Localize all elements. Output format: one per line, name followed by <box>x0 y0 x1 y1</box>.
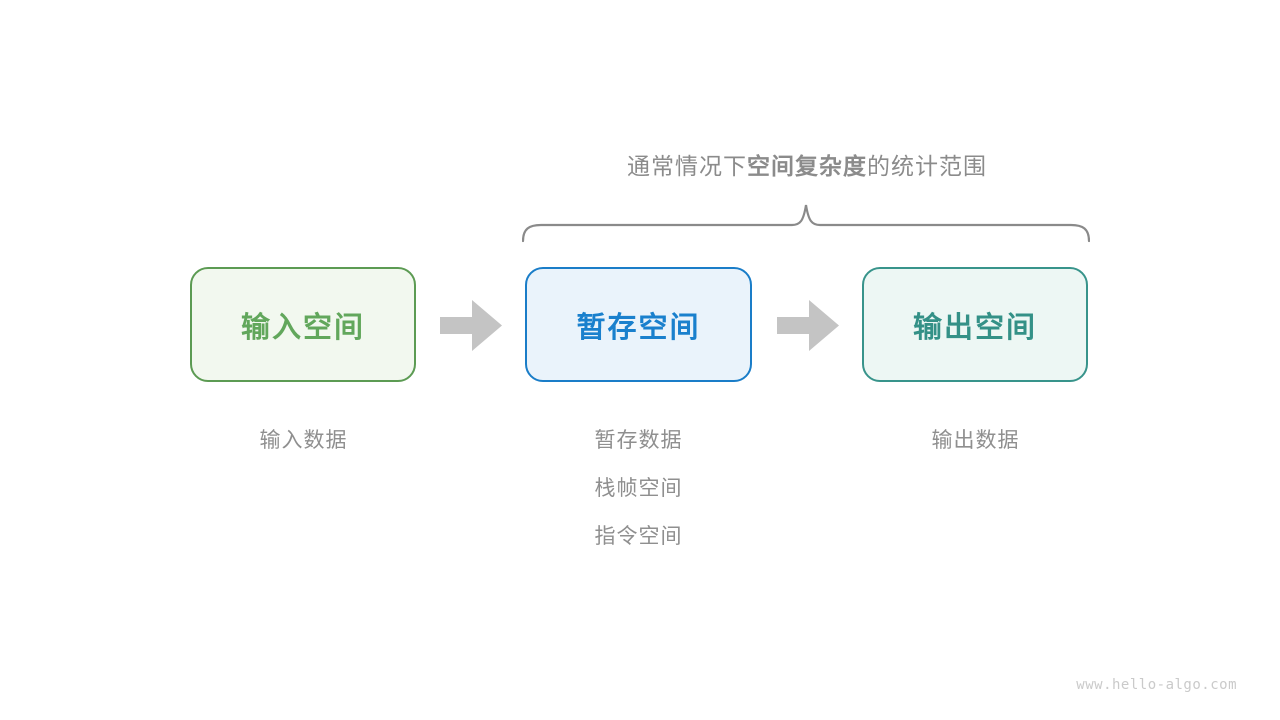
instruction-space-label: 指令空间 <box>594 525 683 548</box>
input-space-box: 输入空间 <box>190 267 416 382</box>
output-space-label: 输出空间 <box>912 311 1037 344</box>
input-space-label: 输入空间 <box>240 311 365 344</box>
arrow-right-icon <box>777 300 839 351</box>
temp-space-label: 暂存空间 <box>576 311 701 344</box>
temp-data-label: 暂存数据 <box>594 429 683 452</box>
temp-space-box: 暂存空间 <box>525 267 752 382</box>
title-suffix: 的统计范围 <box>867 153 987 179</box>
watermark: www.hello-algo.com <box>1076 677 1237 693</box>
output-data-label: 输出数据 <box>931 429 1020 452</box>
title-prefix: 通常情况下 <box>627 153 747 179</box>
curly-brace-icon <box>522 204 1090 243</box>
diagram-title: 通常情况下空间复杂度的统计范围 <box>500 147 1114 181</box>
output-space-box: 输出空间 <box>862 267 1088 382</box>
input-data-label: 输入数据 <box>259 429 348 452</box>
stack-frame-space-label: 栈帧空间 <box>594 477 683 500</box>
title-bold-term: 空间复杂度 <box>747 153 867 179</box>
arrow-right-icon <box>440 300 502 351</box>
